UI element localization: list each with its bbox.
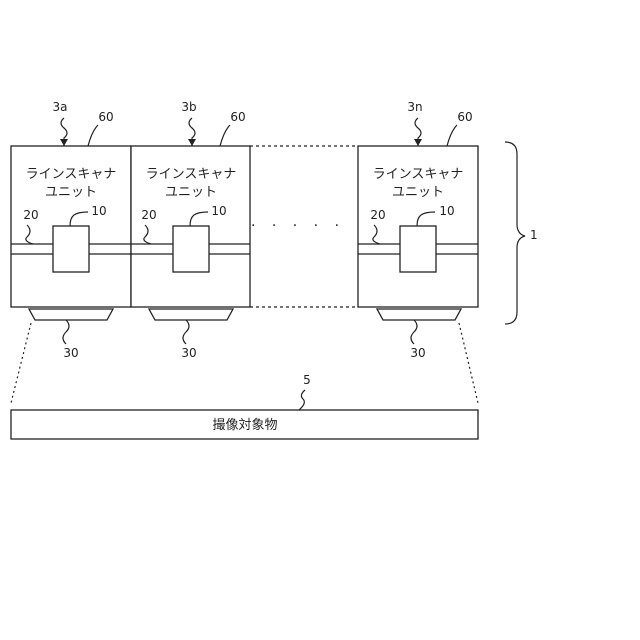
leader-housing-3b bbox=[220, 125, 230, 146]
ref-unit-3b: 3b bbox=[181, 100, 196, 114]
scanner-unit-3b: ラインスキャナ ユニット 3b 60 10 20 30 bbox=[131, 100, 250, 360]
sensor-chip-3b bbox=[173, 226, 209, 272]
target-label: 撮像対象物 bbox=[212, 417, 277, 433]
scanner-unit-3n: ラインスキャナ ユニット 3n 60 10 20 30 bbox=[358, 100, 478, 360]
ref-lens-3n: 30 bbox=[410, 346, 425, 360]
ref-housing-3a: 60 bbox=[98, 110, 113, 124]
ref-lens-3a: 30 bbox=[63, 346, 78, 360]
leader-housing-3a bbox=[88, 125, 98, 146]
curly-brace bbox=[505, 142, 525, 324]
omitted-units-gap: . . . . . bbox=[250, 146, 358, 307]
ref-lens-3b: 30 bbox=[181, 346, 196, 360]
ref-board-3n: 20 bbox=[370, 208, 385, 222]
leader-housing-3n bbox=[447, 125, 457, 146]
lens-3n bbox=[377, 309, 461, 320]
fov-line-right bbox=[459, 323, 478, 403]
unit-label-line1-3a: ラインスキャナ bbox=[26, 167, 117, 182]
scanner-unit-3a: ラインスキャナ ユニット 3a 60 10 20 30 bbox=[11, 100, 131, 360]
unit-label-line2-3b: ユニット bbox=[165, 185, 217, 200]
ref-housing-3n: 60 bbox=[457, 110, 472, 124]
group-brace: 1 bbox=[505, 142, 538, 324]
leader-lens-3b bbox=[183, 320, 189, 344]
ref-sensor-3n: 10 bbox=[439, 204, 454, 218]
ref-board-3b: 20 bbox=[141, 208, 156, 222]
ref-unit-3n: 3n bbox=[407, 100, 422, 114]
unit-label-line2-3a: ユニット bbox=[45, 185, 97, 200]
leader-lens-3n bbox=[411, 320, 417, 344]
ref-sensor-3a: 10 bbox=[91, 204, 106, 218]
ellipsis-dots: . . . . . bbox=[251, 214, 345, 230]
sensor-chip-3a bbox=[53, 226, 89, 272]
unit-label-line2-3n: ユニット bbox=[392, 185, 444, 200]
leader-target bbox=[299, 390, 305, 410]
imaging-target: 撮像対象物 5 bbox=[11, 373, 478, 439]
leader-lens-3a bbox=[63, 320, 69, 344]
ref-unit-3a: 3a bbox=[53, 100, 68, 114]
ref-board-3a: 20 bbox=[23, 208, 38, 222]
lens-3a bbox=[29, 309, 113, 320]
fov-line-left bbox=[11, 323, 31, 403]
unit-label-line1-3b: ラインスキャナ bbox=[146, 167, 237, 182]
unit-label-line1-3n: ラインスキャナ bbox=[373, 167, 464, 182]
ref-sensor-3b: 10 bbox=[211, 204, 226, 218]
lens-3b bbox=[149, 309, 233, 320]
ref-target: 5 bbox=[303, 373, 311, 387]
sensor-chip-3n bbox=[400, 226, 436, 272]
ref-group: 1 bbox=[530, 228, 538, 242]
ref-housing-3b: 60 bbox=[230, 110, 245, 124]
